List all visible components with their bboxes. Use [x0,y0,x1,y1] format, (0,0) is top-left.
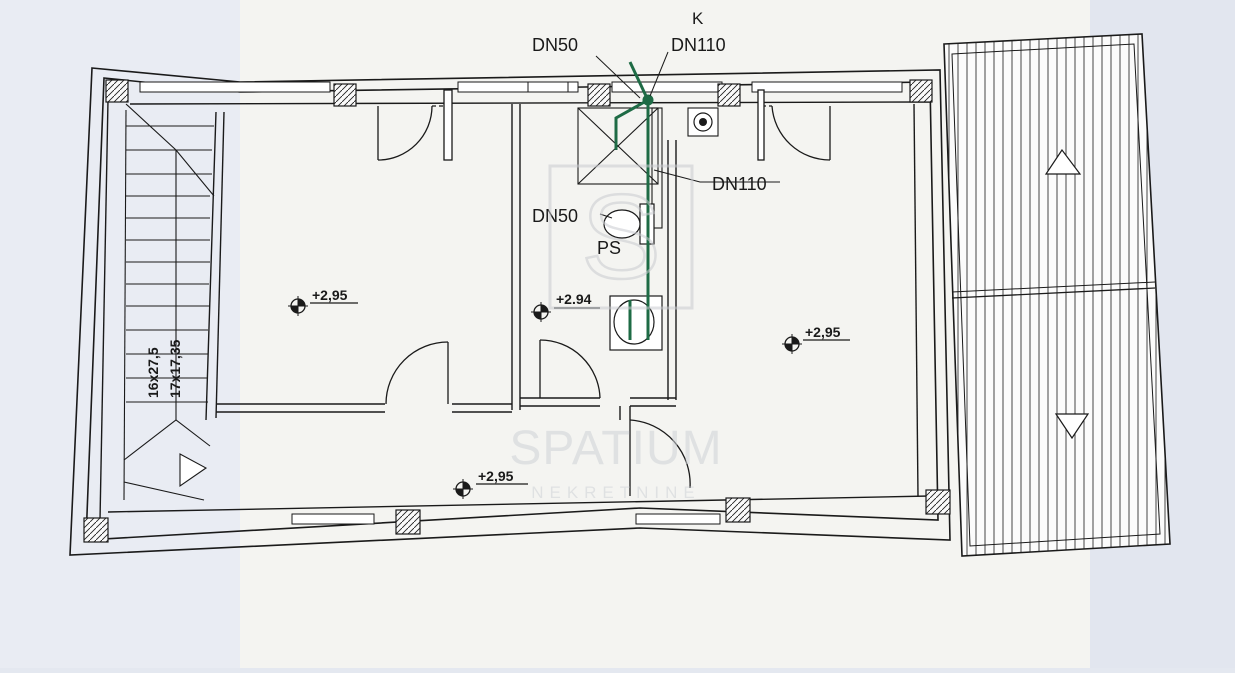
pipe-label-dn110-right: DN110 [712,174,767,194]
fixture-label-ps: PS [597,238,621,258]
washbasin-icon [609,295,663,351]
stair-label-1: 16x27,5 [145,347,161,398]
level-marker-left-room: +2,95 [288,287,358,316]
staircase [123,103,215,501]
stair-label-2: 17x17,35 [167,339,183,398]
windows [139,81,903,525]
doors [377,89,831,496]
columns [83,79,951,543]
pipe-label-k: K [692,9,704,28]
shower-tray [577,107,663,229]
svg-text:+2,95: +2,95 [805,324,841,340]
level-marker-right-room: +2,95 [782,324,850,354]
paper-fold-left [0,0,240,668]
svg-text:S: S [581,170,661,304]
leader-lines [595,51,780,219]
roof-section [943,33,1171,557]
pipe-label-dn50-top: DN50 [532,35,578,55]
watermark-brand: SPATIUM [509,422,722,475]
level-marker-corridor: +2,95 [453,468,528,499]
pipe-label-dn110-top: DN110 [671,35,726,55]
wall-lines [99,99,931,521]
pipe-label-dn50-left: DN50 [532,206,578,226]
svg-text:+2,95: +2,95 [478,468,514,484]
watermark-logo [548,164,694,310]
washing-machine-icon [687,107,719,137]
watermark-subtitle: NEKRETNINE [531,483,701,502]
svg-text:+2.94: +2.94 [556,291,592,307]
stair-labels: 16x27,5 17x17,35 [145,339,183,398]
watermark: S SPATIUM NEKRETNINE [509,164,722,502]
svg-text:+2,95: +2,95 [312,287,348,303]
